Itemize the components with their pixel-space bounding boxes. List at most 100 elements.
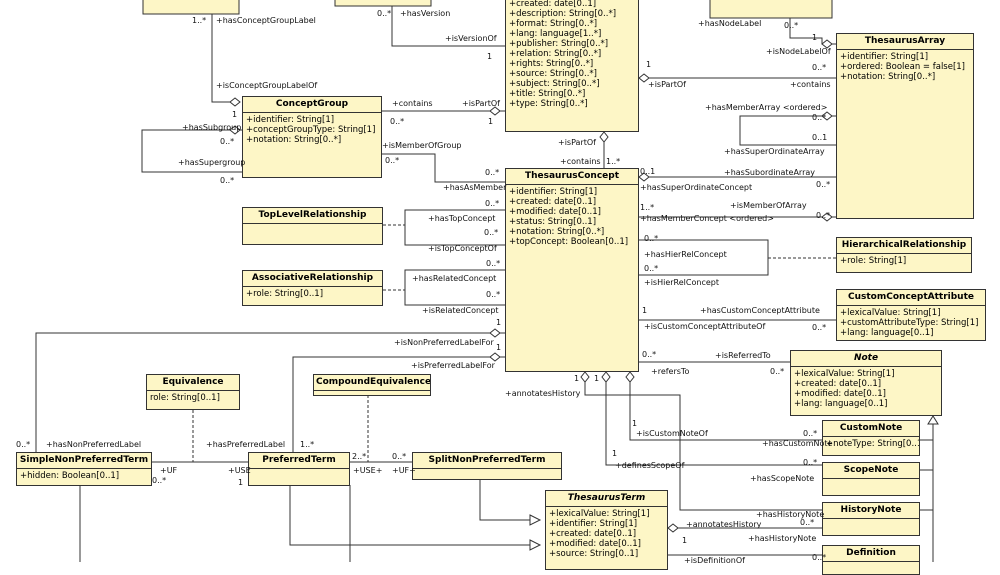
association-label: +UF [160,466,178,475]
class-attribute: +lang: language[0..1] [794,399,888,409]
association-label: 1 [496,318,502,327]
class-attribute: +format: String[0..*] [509,19,598,29]
association-label: +isPartOf [558,138,596,147]
association-label: 0..* [812,63,827,72]
association-label: 0..* [812,113,827,122]
association-label: +hasMemberConcept <ordered> [640,214,774,223]
association-label: +hasNodeLabel [698,19,762,28]
class-attributes: +lexicalValue: String[1]+created: date[0… [791,367,941,411]
uml-diagram: +created: date[0..1]+description: String… [16,0,986,575]
association-label: +UF+ [392,466,416,475]
class-attribute: +status: String[0..1] [509,217,597,227]
association-label: 0..* [484,228,499,237]
association-label: +isPartOf [462,99,500,108]
association-label: 0..* [485,168,500,177]
class-attribute: +created: date[0..1] [509,0,597,9]
class-name: HierarchicalRelationship [837,238,971,254]
class-attributes: role: String[0..1] [147,391,239,405]
association-label: +USE [228,466,251,475]
association-label: +hasTopConcept [428,214,496,223]
hierarchical-relationship-class: HierarchicalRelationship +role: String[1… [836,237,972,273]
class-attribute: +rights: String[0..*] [509,59,594,69]
class-name: AssociativeRelationship [243,271,382,287]
scope-note-class: ScopeNote [822,462,920,496]
class-attribute: +source: String[0..*] [509,69,597,79]
compound-equivalence-class: CompoundEquivalence [313,374,431,396]
class-name: ThesaurusConcept [506,169,638,185]
association-label: 1 [612,449,618,458]
association-label: +contains [392,99,433,108]
association-label: +isNodeLabelOf [766,47,831,56]
association-label: 0..* [642,350,657,359]
association-label: +hasHistoryNote [748,534,817,543]
association-label: +hasCustomNote [762,439,833,448]
association-label: 0..* [385,156,400,165]
association-label: 1..* [300,440,315,449]
class-attribute: +identifier: String[1] [549,519,638,529]
connector-lines [35,0,939,562]
association-label: +isReferredTo [715,351,771,360]
class-attribute: +publisher: String[0..*] [509,39,609,49]
thesaurus-class: +created: date[0..1]+description: String… [505,0,639,132]
association-label: +definesScopeOf [615,461,685,470]
association-label: 0..* [152,476,167,485]
class-attribute: +topConcept: Boolean[0..1] [509,237,629,247]
class-attributes: +lexicalValue: String[1]+customAttribute… [837,306,985,340]
association-label: 1 [238,478,244,487]
definition-class: Definition [822,545,920,575]
class-attributes: +hidden: Boolean[0..1] [17,469,151,483]
class-attribute: +customAttributeType: String[1] [840,318,979,328]
class-attribute: role: String[0..1] [150,393,220,403]
equivalence-class: Equivalence role: String[0..1] [146,374,240,410]
class-attributes: +lexicalValue: String[1]+identifier: Str… [546,507,667,561]
note-class: Note +lexicalValue: String[1]+created: d… [790,350,942,416]
association-label: 0..* [816,211,831,220]
class-attribute: +relation: String[0..*] [509,49,602,59]
association-label: +isNonPreferredLabelFor [394,338,494,347]
class-attribute: +role: String[0..1] [246,289,324,299]
association-label: +isRelatedConcept [422,306,499,315]
class-attribute: +notation: String[0..*] [509,227,605,237]
thesaurus-term-class: ThesaurusTerm +lexicalValue: String[1]+i… [545,490,668,570]
class-attribute: +identifier: String[1] [509,187,598,197]
class-attribute: +source: String[0..1] [549,549,639,559]
class-name: Note [791,351,941,367]
class-name: CustomNote [823,421,919,437]
association-label: 1..* [606,157,621,166]
association-label: +isDefinitionOf [684,556,745,565]
association-label: 1..* [640,203,655,212]
class-name: SimpleNonPreferredTerm [17,453,151,469]
custom-concept-attribute-class: CustomConceptAttribute +lexicalValue: St… [836,289,986,341]
thesaurus-concept-class: ThesaurusConcept +identifier: String[1]+… [505,168,639,372]
class-name: ScopeNote [823,463,919,479]
class-attribute: +identifier: String[1] [840,52,929,62]
association-label: +isMemberOfArray [730,201,807,210]
association-label: +hasHistoryNote [756,510,825,519]
association-label: +hasSubgroup [182,123,242,132]
thesaurus-attributes: +created: date[0..1]+description: String… [506,0,638,111]
association-label: +isVersionOf [445,34,497,43]
class-name: ThesaurusTerm [546,491,667,507]
association-label: 1 [682,536,688,545]
association-label: +hasMemberArray <ordered> [705,103,828,112]
class-name: TopLevelRelationship [243,208,382,224]
association-label: +hasRelatedConcept [412,274,497,283]
association-label: 0..* [784,21,799,30]
class-attributes: +identifier: String[1]+created: date[0..… [506,185,638,249]
class-attribute: +notation: String[0..*] [246,135,342,145]
class-name: HistoryNote [823,503,919,519]
class-attribute: +ordered: Boolean = false[1] [840,62,965,72]
class-attribute: +created: date[0..1] [549,529,637,539]
preferred-term-class: PreferredTerm [248,452,350,486]
association-label: 1 [574,374,580,383]
association-label: 1..* [192,16,207,25]
class-name: ConceptGroup [243,97,381,113]
association-label: 0..* [800,518,815,527]
class-attributes: +noteType: String[0..1] [823,437,919,451]
association-label: 0..1 [812,133,828,142]
class-attributes: +identifier: String[1]+ordered: Boolean … [837,50,973,84]
association-label: 0..* [644,264,659,273]
class-attribute: +conceptGroupType: String[1] [246,125,376,135]
association-label: 2..* [352,452,367,461]
association-label: 0..* [220,176,235,185]
